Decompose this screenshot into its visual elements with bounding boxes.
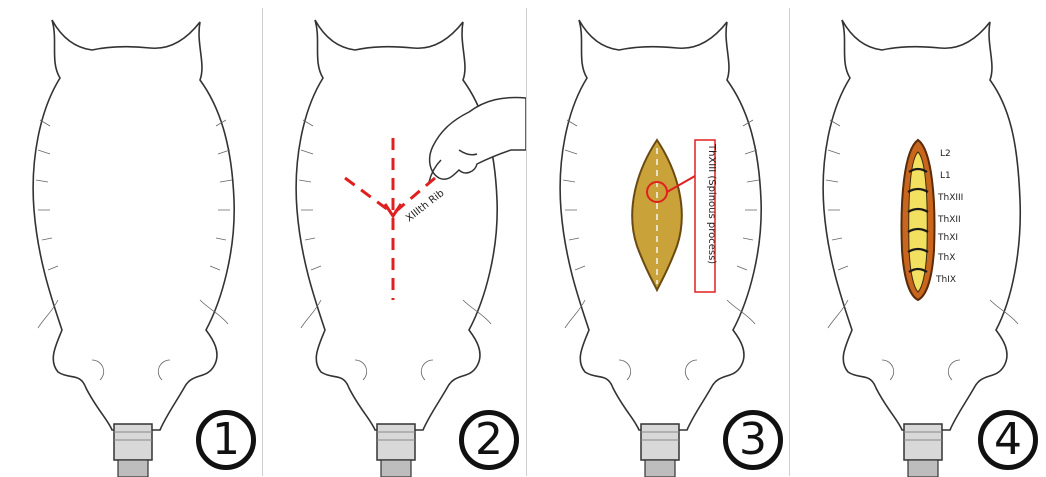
vertebra-label: ThX [937, 253, 955, 263]
panel-step-1: 1 [0, 0, 262, 477]
animal-sketch: L2 L1 ThXIII ThXII ThXI ThX ThIX [790, 0, 1046, 477]
spinous-process-label: ThXIII (Spinous process) [706, 143, 717, 264]
panel-step-4: L2 L1 ThXIII ThXII ThXI ThX ThIX 4 [790, 0, 1046, 477]
snout-clamp [377, 424, 415, 477]
vertebra-label: ThXIII [937, 193, 963, 203]
vertebra-label: ThXII [937, 215, 961, 225]
snout-clamp [641, 424, 679, 477]
vertebra-label: L1 [940, 171, 951, 181]
animal-sketch: XIIIth Rib [263, 0, 526, 477]
snout-clamp [114, 424, 152, 477]
step-number-badge: 4 [978, 410, 1038, 470]
panel-step-3: ThXIII (Spinous process) 3 [527, 0, 789, 477]
step-number-badge: 2 [459, 410, 519, 470]
step-number-badge: 3 [723, 410, 783, 470]
vertebra-label: L2 [940, 149, 951, 159]
vertebra-label: ThXI [937, 233, 958, 243]
animal-sketch: ThXIII (Spinous process) [527, 0, 789, 477]
vertebra-label: ThIX [935, 275, 956, 285]
exposed-spine [902, 140, 935, 300]
snout-clamp [904, 424, 942, 477]
step-number-badge: 1 [196, 410, 256, 470]
panel-step-2: XIIIth Rib 2 [263, 0, 526, 477]
animal-sketch [0, 0, 262, 477]
